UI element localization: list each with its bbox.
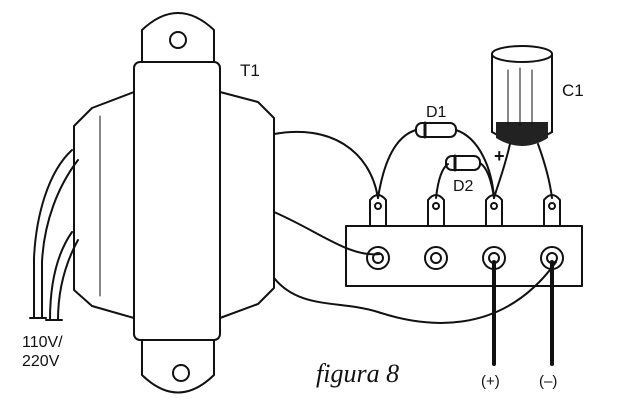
label-d2: D2 [453, 178, 474, 195]
transformer-bracket-top [141, 12, 215, 63]
c1-top [491, 45, 553, 63]
lug-hole-3 [490, 202, 498, 210]
secondary-wire-1 [273, 130, 379, 199]
c1-sleeve-band [496, 122, 548, 146]
lug-hole-2 [432, 202, 440, 210]
transformer-t1 [73, 12, 275, 394]
capacitor-c1 [491, 45, 553, 199]
c1-lead-positive [493, 143, 511, 199]
secondary-wire-3 [273, 261, 557, 324]
d1-body [415, 122, 457, 138]
c1-shading [507, 67, 533, 127]
screw-1 [366, 246, 390, 270]
d1-lead-left [377, 129, 417, 199]
d2-lead-right [479, 162, 495, 199]
mains-wire-2-b [57, 239, 79, 321]
screw-2 [424, 246, 448, 270]
lug-hole-1 [374, 202, 382, 210]
terminal-lug-2 [427, 194, 445, 227]
mount-hole-bottom [172, 364, 190, 382]
d2-lead-left [435, 163, 449, 199]
terminal-strip [345, 194, 583, 287]
terminal-lug-4 [543, 194, 561, 227]
label-plus: + [494, 146, 505, 166]
figure-caption: figura 8 [316, 359, 399, 388]
diode-d2 [435, 154, 495, 199]
terminal-lug-3 [485, 194, 503, 227]
diode-d1 [377, 121, 495, 199]
label-t1: T1 [240, 61, 260, 80]
mains-wire-2 [49, 231, 73, 321]
screw-1-inner [372, 252, 384, 264]
terminal-board [345, 225, 583, 287]
terminal-lug-1 [369, 194, 387, 227]
label-mains-2: 220V [22, 353, 60, 370]
winding-left [73, 91, 135, 319]
transformer-bracket-bottom [141, 339, 215, 394]
label-mains-1: 110V/ [22, 334, 63, 351]
screw-2-inner [430, 252, 442, 264]
mains-wire-1 [33, 149, 73, 319]
lug-hole-4 [548, 202, 556, 210]
c1-lead-negative [537, 143, 553, 199]
d2-body [445, 155, 481, 171]
label-d1: D1 [426, 104, 447, 121]
label-output-positive: (+) [481, 373, 500, 390]
label-c1: C1 [562, 81, 584, 100]
label-output-negative: (–) [539, 373, 557, 390]
secondary-wire-2 [273, 211, 381, 256]
mount-hole-top [169, 31, 187, 49]
mains-wire-1-b [41, 159, 79, 319]
mains-cord [29, 149, 79, 321]
transformer-frame [133, 61, 221, 341]
winding-right [219, 91, 275, 319]
